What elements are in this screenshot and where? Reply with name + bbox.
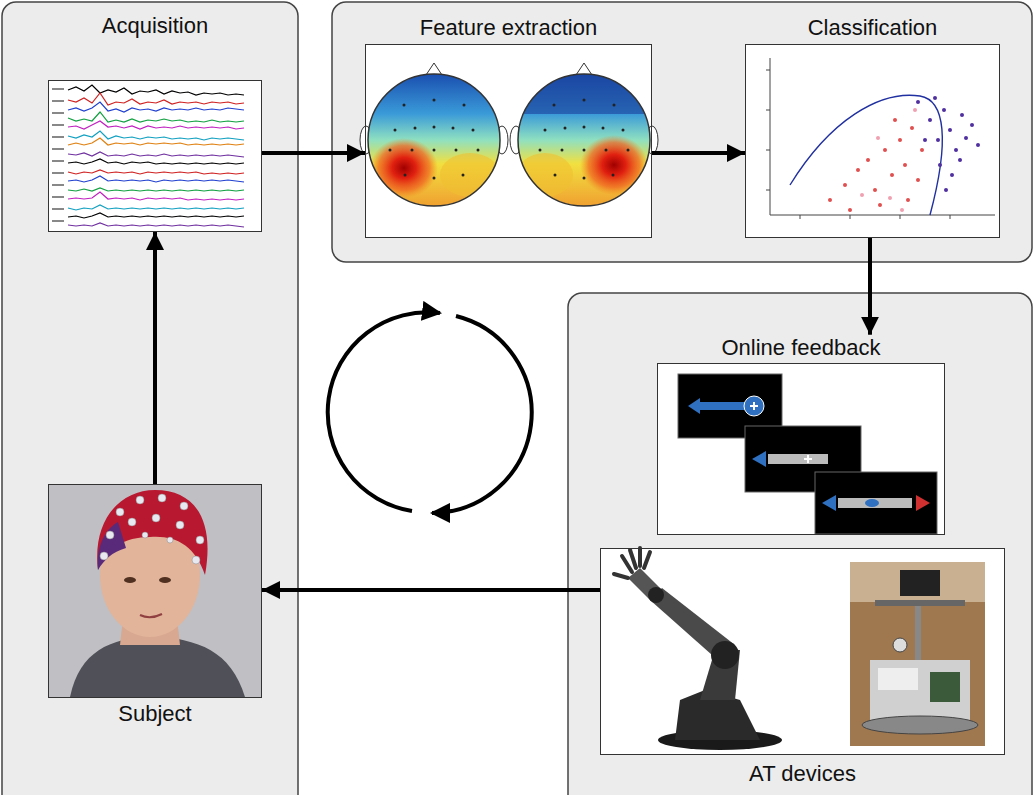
flow-arrow (262, 151, 365, 155)
image-frame (600, 548, 1005, 755)
output-panel (568, 293, 1032, 795)
classification-box: Classification (745, 15, 1000, 238)
flow-arrow (262, 588, 600, 592)
topographic-maps (360, 63, 658, 206)
scatter-plot (766, 58, 995, 219)
subject-box: Subject (48, 484, 262, 726)
flow-arrow (868, 238, 872, 335)
feedback-box: Online feedback (657, 335, 945, 535)
image-frame (745, 44, 1000, 238)
node-heading: AT devices (600, 761, 1005, 786)
eeg-traces (52, 85, 244, 227)
image-frame (657, 363, 945, 535)
node-heading: Subject (48, 701, 262, 726)
feature-extraction-box: Feature extraction (365, 15, 652, 238)
image-frame (48, 80, 262, 232)
node-heading: Acquisition (48, 13, 262, 38)
mobile-robot (850, 562, 985, 746)
robot-arm (614, 548, 782, 750)
flow-arrow (652, 151, 745, 155)
acquisition-box: Acquisition (48, 13, 262, 232)
subject-photo (49, 485, 261, 697)
devices-box: AT devices (600, 548, 1005, 786)
node-heading: Classification (745, 15, 1000, 40)
processing-panel (332, 2, 1032, 262)
feedback-screens (678, 374, 937, 534)
acquisition-panel (2, 2, 298, 795)
cycle-arrows (328, 312, 532, 513)
node-heading: Feature extraction (365, 15, 652, 40)
image-frame (48, 484, 262, 698)
image-frame (365, 44, 652, 238)
node-heading: Online feedback (657, 335, 945, 360)
flow-arrow (153, 232, 157, 484)
